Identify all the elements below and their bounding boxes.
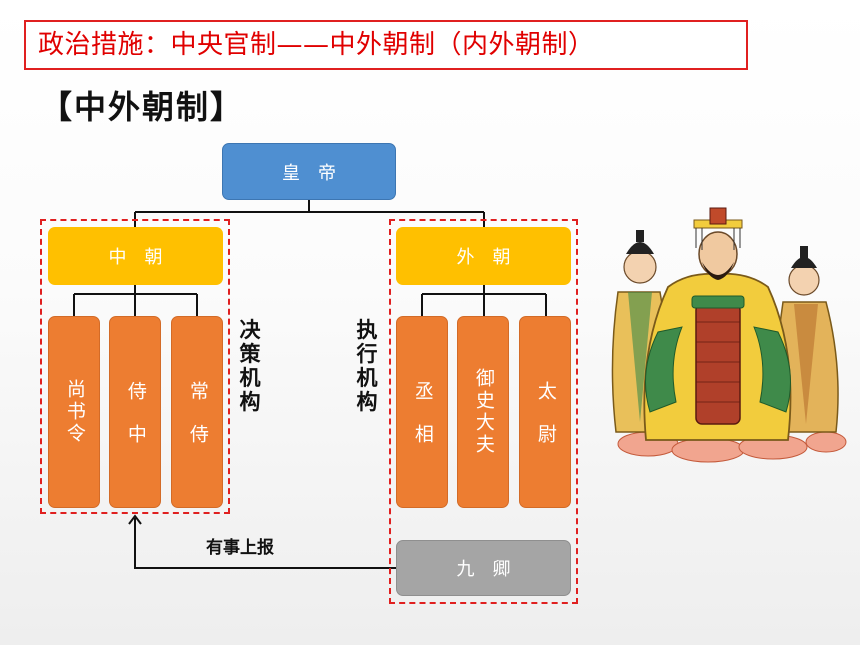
official-box-yushidafu: 御史大夫 [457,316,509,508]
slide-title: 政治措施：中央官制——中外朝制（内外朝制） [24,20,748,70]
inner-court-box: 中朝 [48,227,223,285]
official-box-taiwei: 太尉 [519,316,571,508]
official-label: 侍中 [124,381,147,467]
inner-court-group-outline [40,219,230,514]
emperor-illustration [611,207,847,463]
nine-ministers-box: 九卿 [396,540,571,596]
outer-role-label: 执行机构 [356,318,378,414]
official-box-shizhong: 侍中 [109,316,161,508]
official-label: 丞相 [411,381,434,467]
official-box-chengxiang: 丞相 [396,316,448,508]
inner-role-label: 决策机构 [239,318,261,414]
outer-court-group-outline [389,219,578,604]
report-label: 有事上报 [206,538,274,558]
official-label: 御史大夫 [472,368,495,456]
outer-court-box: 外朝 [396,227,571,285]
report-arrow-head [128,514,142,525]
official-label: 常侍 [186,381,209,467]
emperor-figure [643,207,792,441]
official-label: 尚书令 [63,379,86,445]
emperor-box: 皇帝 [222,143,396,200]
report-arrow-line [134,518,396,569]
official-label: 太尉 [534,381,557,467]
right-attendant-figure [775,246,839,433]
official-box-shangshuling: 尚书令 [48,316,100,508]
official-box-changshi: 常侍 [171,316,223,508]
section-heading: 【中外朝制】 [40,88,245,126]
